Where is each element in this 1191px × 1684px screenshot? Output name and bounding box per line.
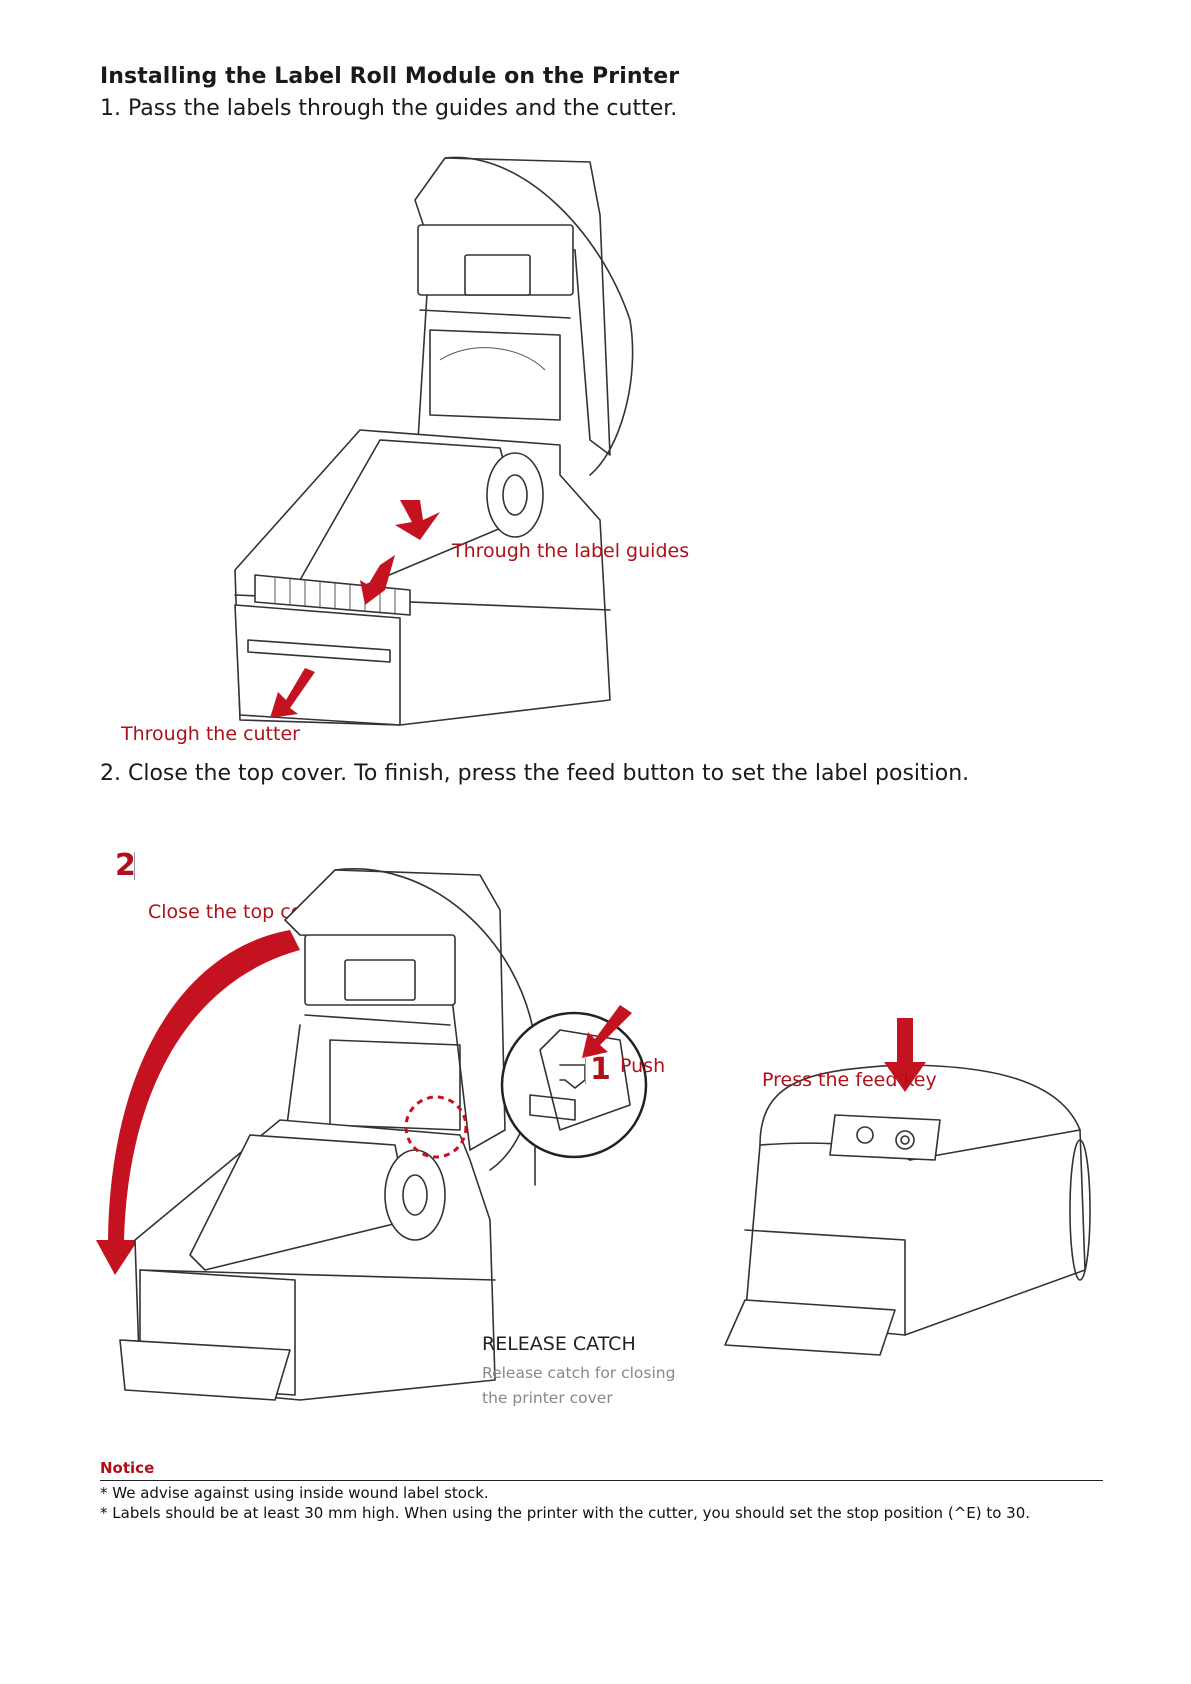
release-catch-title: RELEASE CATCH xyxy=(482,1333,636,1355)
arrow-down-1 xyxy=(395,500,440,540)
release-catch-desc-line-1: Release catch for closing xyxy=(482,1364,676,1382)
figure-close-cover xyxy=(96,868,1091,1401)
release-catch-desc-line-2: the printer cover xyxy=(482,1389,613,1407)
release-catch-zoom xyxy=(500,1011,648,1159)
printer-closed-illustration xyxy=(724,1064,1091,1356)
step-1-instruction: 1. Pass the labels through the guides an… xyxy=(100,96,678,121)
callout-through-cutter: Through the cutter xyxy=(121,723,300,745)
figure-step-number-2: 2 xyxy=(115,848,136,883)
feed-key-arrow xyxy=(884,1018,926,1092)
notice-label: Notice xyxy=(100,1459,155,1477)
notice-line-2: * Labels should be at least 30 mm high. … xyxy=(100,1504,1031,1522)
arrow-cutter xyxy=(270,668,315,718)
printer-open-illustration-2 xyxy=(119,868,537,1401)
callout-press-feed-key: Press the feed key xyxy=(762,1069,937,1091)
printer-open-illustration xyxy=(234,156,634,726)
curved-close-arrow xyxy=(96,930,300,1275)
push-number-divider xyxy=(585,1056,586,1084)
notice-line-1: * We advise against using inside wound l… xyxy=(100,1484,489,1502)
step-number-divider xyxy=(134,852,135,880)
callout-push: Push xyxy=(620,1055,666,1077)
figure-open-printer-labels xyxy=(234,156,634,726)
notice-divider xyxy=(100,1480,1103,1481)
figure-step-number-1: 1 xyxy=(590,1052,611,1087)
step-2-instruction: 2. Close the top cover. To finish, press… xyxy=(100,761,970,786)
arrow-down-2 xyxy=(360,555,395,605)
push-arrow xyxy=(582,1005,632,1058)
page-title: Installing the Label Roll Module on the … xyxy=(100,64,680,89)
release-catch-highlight xyxy=(404,1095,468,1159)
callout-through-label-guides: Through the label guides xyxy=(452,540,690,562)
release-catch-description: Release catch for closing the printer co… xyxy=(482,1361,702,1411)
